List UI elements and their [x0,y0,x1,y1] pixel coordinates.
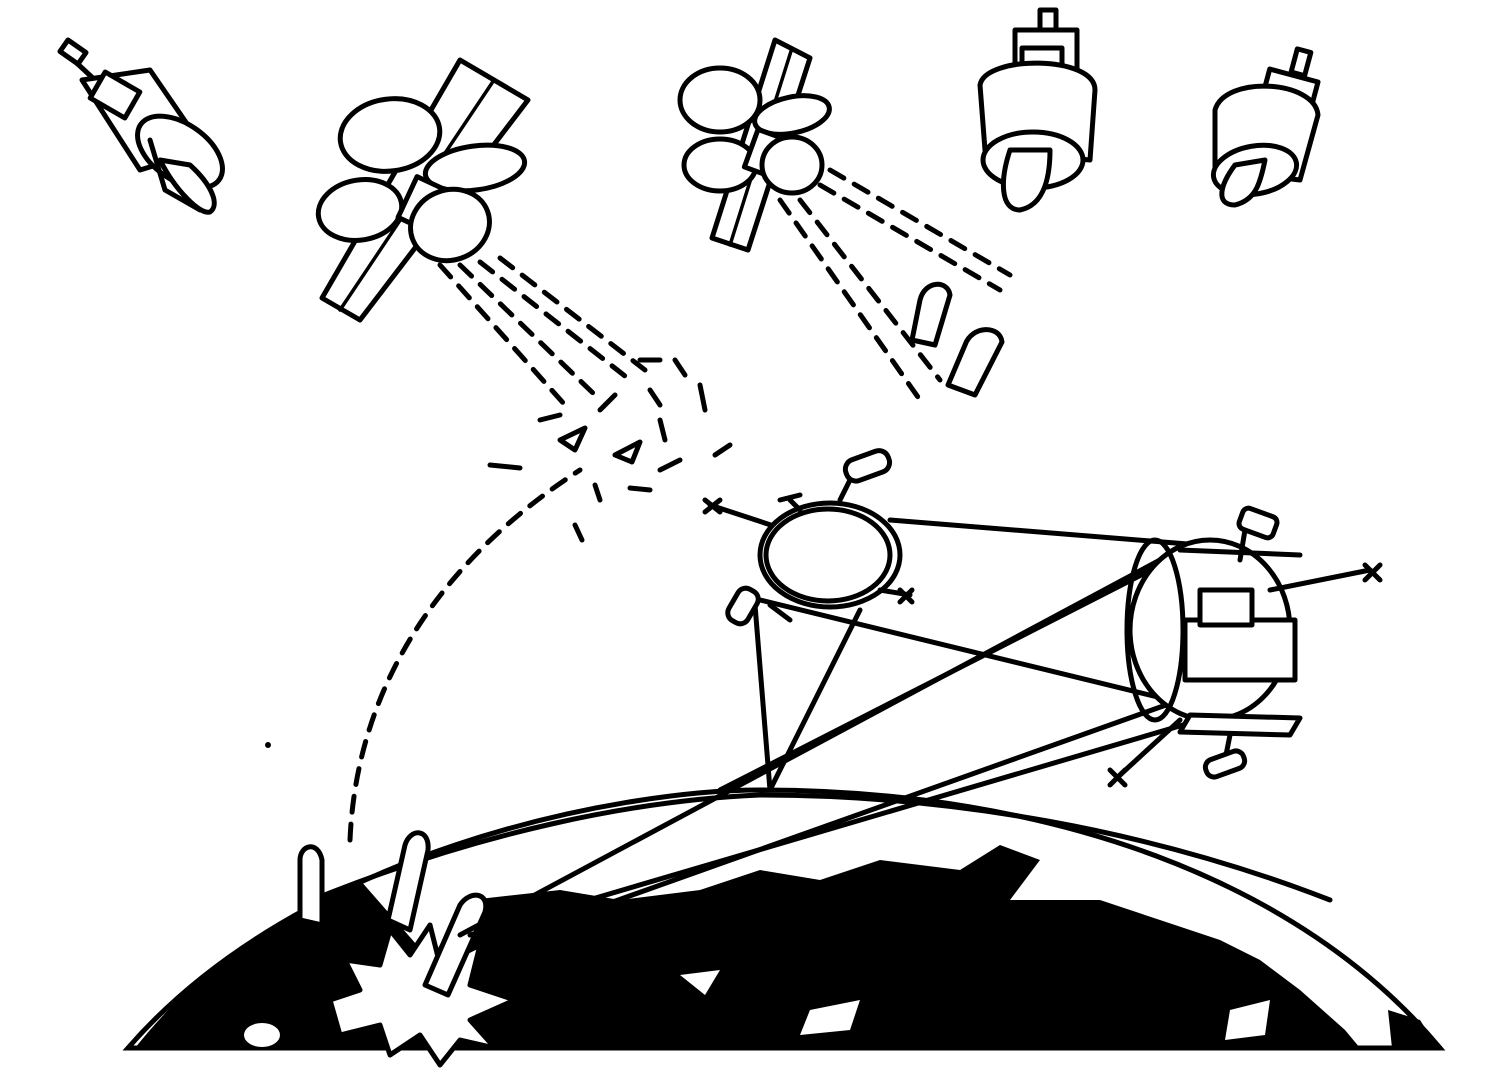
satellite-top-right [1210,46,1321,208]
dot [265,742,271,748]
debris-cloud [487,357,733,543]
laser-beams [457,517,1203,938]
explosion [327,922,518,1068]
rocket-middle [385,830,431,933]
missile-trajectory [347,467,583,843]
satellite-top-center-right [977,7,1098,213]
earth [122,787,1446,1068]
space-station [702,448,915,627]
relay-satellite [1107,505,1383,788]
satellite-top-left [57,37,225,215]
satellite-antennas-center [677,37,1013,403]
satellite-antennas-left [315,57,648,408]
rocket-right [422,892,489,998]
rocket-left [297,844,325,928]
